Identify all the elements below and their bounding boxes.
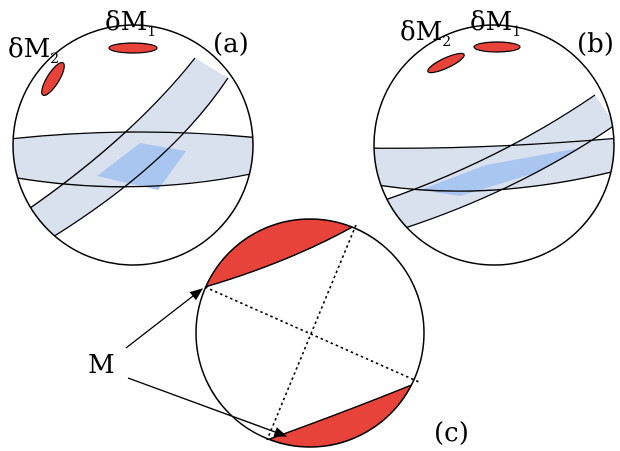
- panel-label-b: (b): [577, 29, 614, 59]
- band-diagonal-b: [385, 95, 614, 228]
- panel-label-a: (a): [213, 29, 249, 59]
- label-dm1-b: δM1: [470, 7, 521, 40]
- band-diagonal-a: [20, 58, 228, 240]
- arrow-up-c: [125, 288, 204, 349]
- panel-a: δM1 δM2 (a): [8, 7, 254, 266]
- spot-dm2-a: [41, 61, 65, 97]
- chord-1-c: [204, 286, 420, 383]
- spot-dm1-b: [473, 41, 521, 53]
- panel-b: δM1 δM2 (b): [373, 7, 615, 266]
- label-dm1-a: δM1: [105, 7, 156, 40]
- spot-dm1-a: [108, 42, 158, 54]
- panel-label-c: (c): [434, 418, 469, 448]
- overlap-region-a: [97, 143, 186, 190]
- spot-dm2-b: [427, 52, 465, 74]
- label-dm2-a: δM2: [8, 34, 59, 67]
- overlap-region-b: [420, 148, 580, 196]
- chord-2-c: [266, 224, 357, 441]
- sphere-c: [196, 219, 424, 447]
- label-m-c: M: [88, 350, 115, 380]
- arrow-down-c: [127, 377, 288, 437]
- label-dm2-b: δM2: [400, 17, 451, 50]
- panel-c: M (c): [88, 218, 469, 448]
